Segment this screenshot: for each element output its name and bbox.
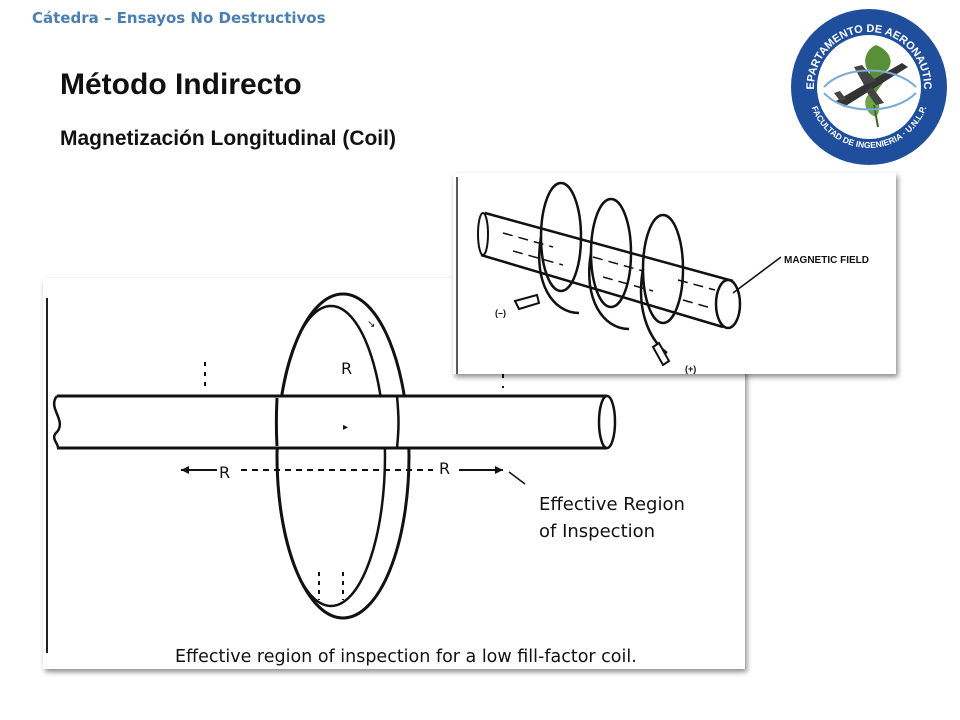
negative-terminal-label: (–) bbox=[495, 308, 506, 318]
center-mark: ▸ bbox=[343, 422, 348, 433]
positive-terminal-label: (+) bbox=[685, 364, 696, 374]
magnetized-bar bbox=[477, 211, 742, 330]
effective-region-annotation-line2: of Inspection bbox=[539, 521, 655, 542]
magnetic-field-label: MAGNETIC FIELD bbox=[784, 255, 869, 266]
coil-diagram: ▸ ↘ R R R Effective Region of Inspection… bbox=[46, 292, 685, 667]
magnetic-field-diagram: MAGNETIC FIELD (–) (+) bbox=[456, 177, 869, 374]
effective-region-annotation-line1: Effective Region bbox=[539, 494, 685, 515]
seal-graphic: DEPARTAMENTO DE AERONAUTICA FACULTAD DE … bbox=[780, 0, 947, 165]
seal-swoosh-lower bbox=[823, 92, 917, 111]
effective-region-dimension bbox=[181, 466, 526, 485]
ring-arrow: ↘ bbox=[367, 319, 375, 330]
department-seal-logo: DEPARTAMENTO DE AERONAUTICA FACULTAD DE … bbox=[780, 0, 954, 170]
coil-ring-inner bbox=[275, 304, 387, 608]
slide-title: Método Indirecto bbox=[60, 68, 302, 101]
figure-caption: Effective region of inspection for a low… bbox=[175, 647, 637, 667]
lead-wires bbox=[513, 293, 671, 367]
radius-label-top: R bbox=[341, 359, 352, 378]
course-header: Cátedra – Ensayos No Destructivos bbox=[32, 9, 326, 27]
test-bar bbox=[52, 394, 617, 450]
coil-ring-front-right bbox=[395, 395, 400, 449]
coil-windings bbox=[538, 181, 685, 355]
coil-ring-front bbox=[274, 397, 279, 447]
magnetic-field-figure: MAGNETIC FIELD (–) (+) bbox=[453, 173, 896, 374]
radius-label-right: R bbox=[439, 459, 450, 478]
field-label-pointer bbox=[732, 256, 782, 294]
slide-subtitle: Magnetización Longitudinal (Coil) bbox=[60, 127, 396, 150]
seal-swoosh bbox=[823, 69, 917, 88]
radius-label-left: R bbox=[219, 463, 230, 482]
